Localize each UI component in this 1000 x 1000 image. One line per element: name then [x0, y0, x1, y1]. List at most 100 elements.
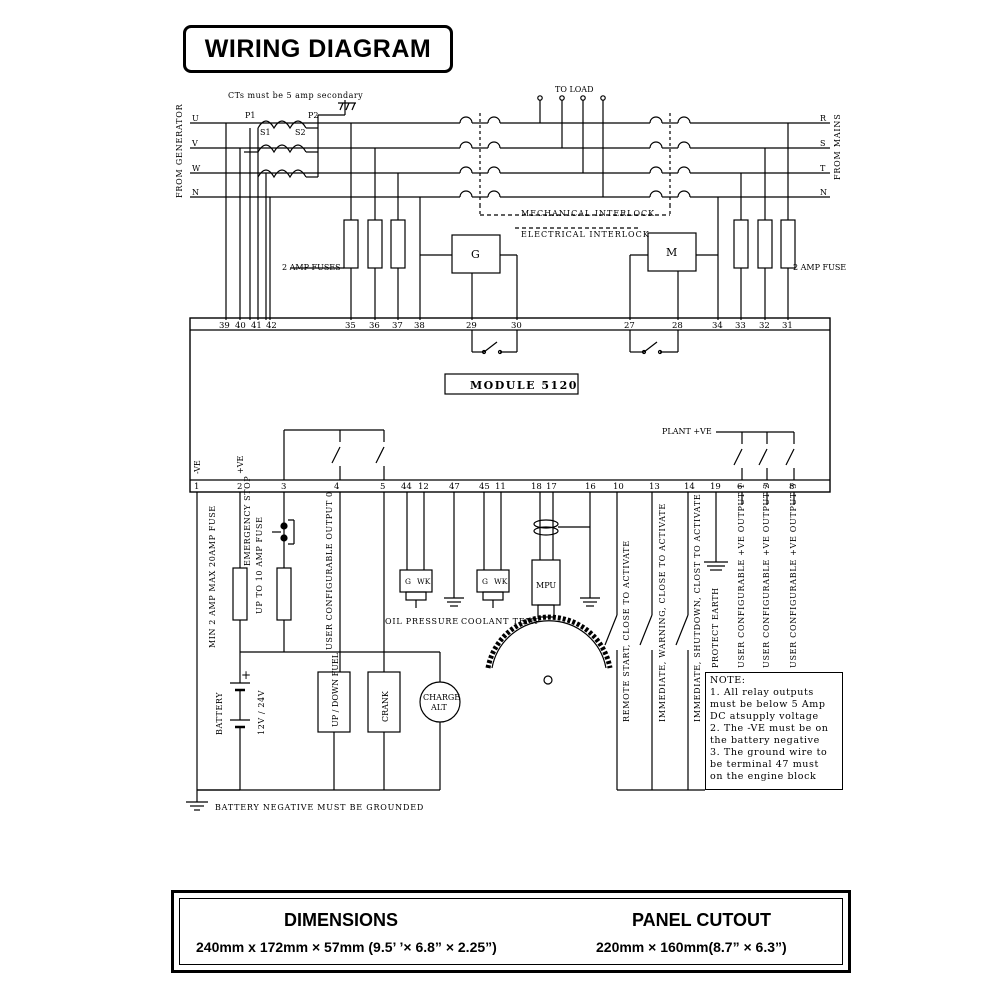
left-fuses: [290, 123, 421, 320]
remote-start-label: REMOTE START, CLOSE TO ACTIVATE: [622, 540, 631, 722]
battery-plus: +: [241, 668, 251, 682]
terminal-37: 37: [392, 321, 403, 331]
terminal-31: 31: [782, 321, 793, 331]
interlock-lines: [479, 205, 671, 229]
gen-contactor-label: G: [471, 248, 480, 261]
immediate-shutdown-label: IMMEDIATE, SHUTDOWN, CLOST TO ACTIVATE: [693, 494, 702, 722]
gen-phase-v: V: [191, 139, 198, 148]
panel-cutout-value: 220mm × 160mm(8.7” × 6.3”): [596, 939, 787, 955]
from-generator-label: FROM GENERATOR: [175, 103, 184, 198]
module-name: MODULE 5120: [470, 379, 578, 392]
note-line: on the engine block: [710, 771, 817, 782]
charge-alt-label-1: CHARGE: [423, 693, 460, 702]
gen-phase-w: W: [192, 164, 201, 173]
pos-ve-label: +VE: [236, 456, 245, 474]
dimensions-title: DIMENSIONS: [284, 910, 399, 930]
gen-phase-u: U: [192, 114, 199, 123]
ct-s1: S1: [260, 128, 271, 137]
to-load-label: TO LOAD: [555, 85, 594, 94]
dimensions-box: DIMENSIONS 240mm x 172mm × 57mm (9.5’ ’×…: [171, 890, 851, 973]
mpu-sensor: [485, 492, 613, 685]
battery-ground-note: BATTERY NEGATIVE MUST BE GROUNDED: [215, 803, 424, 812]
terminal-35: 35: [345, 321, 356, 331]
ct-p2: P2: [308, 111, 318, 120]
generator-contactor-contacts: [459, 113, 650, 205]
terminal-33: 33: [735, 321, 746, 331]
terminal-12: 12: [418, 482, 429, 492]
charge-alt-label-2: ALT: [430, 703, 447, 712]
panel-cutout-title: PANEL CUTOUT: [632, 910, 772, 930]
terminal-34: 34: [712, 321, 723, 331]
terminal-44: 44: [401, 482, 412, 492]
terminal-19: 19: [710, 482, 721, 492]
battery-label: BATTERY: [215, 692, 224, 735]
terminal-45: 45: [479, 482, 490, 492]
right-fuses: [717, 123, 796, 320]
ct-s2: S2: [295, 128, 306, 137]
terminal-47: 47: [449, 482, 460, 492]
notes-box: NOTE: 1. All relay outputs must be below…: [705, 672, 843, 790]
note-line: 3. The ground wire to: [710, 747, 828, 758]
user-output-0-label: USER CONFIGURABLE OUTPUT 0: [325, 491, 334, 650]
emergency-stop-label: EMERGENCY STOP: [243, 476, 252, 566]
mechanical-interlock-label: MECHANICAL INTERLOCK: [521, 209, 655, 218]
note-line: must be below 5 Amp: [710, 699, 826, 710]
top-terminal-numbers: 39 40 41 42 35 36 37 38 29 30 27 28 34 3…: [219, 321, 793, 331]
plant-ve-label: PLANT +VE: [662, 427, 712, 436]
sender-letters: G WK G WK: [405, 577, 508, 586]
terminal-36: 36: [369, 321, 380, 331]
terminal-39: 39: [219, 321, 230, 331]
ct-p1: P1: [245, 111, 255, 120]
terminal-2: 2: [237, 482, 242, 492]
note-line: NOTE:: [710, 675, 746, 686]
terminal-42: 42: [266, 321, 277, 331]
mains-phase-n: N: [820, 188, 827, 197]
main-fuse-label: MIN 2 AMP MAX 20AMP FUSE: [208, 505, 217, 648]
oil-sender-wk: WK: [417, 577, 431, 586]
gen-phase-n: N: [192, 188, 199, 197]
dimensions-value: 240mm x 172mm × 57mm (9.5’ ’× 6.8” × 2.2…: [196, 939, 497, 955]
terminal-16: 16: [585, 482, 596, 492]
terminal-1: 1: [194, 482, 199, 492]
ct-note: CTs must be 5 amp secondary: [228, 91, 363, 100]
terminal-6: 6: [737, 482, 742, 492]
coolant-temp-label: COOLANT TEMP: [461, 617, 541, 626]
ct-text: CTs must be 5 amp secondary P1 P2 S1 S2: [228, 91, 363, 137]
title-box: WIRING DIAGRAM: [183, 25, 453, 73]
fuel-crank-wiring: [197, 492, 461, 791]
immediate-warning-label: IMMEDIATE, WARNING, CLOSE TO ACTIVATE: [658, 503, 667, 722]
oil-pressure-label: OIL PRESSURE: [385, 617, 459, 626]
terminal-5: 5: [380, 482, 385, 492]
coolant-temp-sender: [476, 492, 510, 608]
terminal-30: 30: [511, 321, 522, 331]
module-label-box: [444, 373, 579, 395]
ground-terminal-47: [444, 492, 464, 607]
load-connections: [537, 95, 606, 197]
terminal-18: 18: [531, 482, 542, 492]
user-output-1-label: USER CONFIGURABLE +VE OUTPUT 1: [737, 483, 746, 668]
dimensions-inner-frame: [179, 898, 843, 965]
internal-relays-outputs: [283, 429, 795, 480]
module-body: [189, 317, 831, 493]
mains-phase-t: T: [820, 164, 826, 173]
note-line: the battery negative: [710, 735, 820, 746]
digital-inputs: [604, 492, 705, 791]
terminal-7: 7: [763, 482, 768, 492]
estop-fuse-label: UP TO 10 AMP FUSE: [255, 516, 264, 614]
terminal-11: 11: [495, 482, 506, 492]
note-line: 2. The -VE must be on: [710, 723, 829, 734]
terminal-27: 27: [624, 321, 635, 331]
fuse-right-label: 2 AMP FUSE: [793, 263, 846, 272]
contactor-coils: [420, 232, 718, 320]
battery-supply-wiring: [186, 492, 440, 811]
internal-relays-top: [471, 330, 679, 355]
terminal-3: 3: [281, 482, 286, 492]
user-output-2-label: USER CONFIGURABLE +VE OUTPUT 2: [762, 483, 771, 668]
terminal-10: 10: [613, 482, 624, 492]
terminal-28: 28: [672, 321, 683, 331]
terminal-8: 8: [789, 482, 794, 492]
note-line: be terminal 47 must: [710, 759, 819, 770]
fuel-label: UP / DOWN FUEL: [331, 652, 340, 727]
